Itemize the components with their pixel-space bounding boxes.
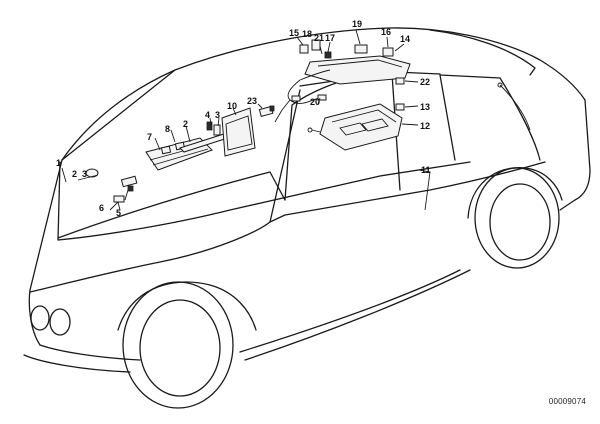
callout-3-left: 3 bbox=[82, 169, 87, 179]
rear-wheel bbox=[467, 167, 563, 269]
footwell-light bbox=[77, 168, 99, 181]
callout-5: 5 bbox=[116, 208, 121, 218]
light-housing bbox=[221, 107, 256, 157]
callout-2: 2 bbox=[183, 119, 188, 129]
leader-lines bbox=[61, 29, 431, 211]
callout-18: 18 bbox=[302, 29, 312, 39]
callout-12: 12 bbox=[420, 121, 430, 131]
callout-22: 22 bbox=[420, 77, 430, 87]
callouts: 1 2 3 6 5 7 8 2 4 3 10 23 11 12 13 22 14… bbox=[56, 19, 431, 218]
headlights bbox=[30, 305, 71, 336]
callout-19: 19 bbox=[352, 19, 362, 29]
connector-clip bbox=[113, 195, 125, 211]
rear-connector bbox=[395, 77, 405, 85]
car-body-outline bbox=[23, 27, 591, 373]
callout-16: 16 bbox=[381, 27, 391, 37]
callout-17: 17 bbox=[325, 33, 335, 43]
cable-harness bbox=[274, 69, 331, 123]
callout-13: 13 bbox=[420, 102, 430, 112]
callout-21: 21 bbox=[314, 33, 324, 43]
bulb-and-socket bbox=[206, 121, 221, 136]
callout-23: 23 bbox=[247, 96, 257, 106]
roof-console bbox=[299, 39, 411, 85]
door-switch bbox=[258, 105, 275, 118]
lamp-holder bbox=[120, 175, 138, 192]
lamp-socket-rear bbox=[395, 103, 405, 111]
callout-15: 15 bbox=[289, 28, 299, 38]
callout-20: 20 bbox=[310, 97, 320, 107]
callout-8: 8 bbox=[165, 124, 170, 134]
callout-4: 4 bbox=[205, 110, 210, 120]
callout-6: 6 bbox=[99, 203, 104, 213]
callout-11: 11 bbox=[421, 165, 431, 175]
callout-14: 14 bbox=[400, 34, 410, 44]
callout-3: 3 bbox=[215, 110, 220, 120]
callout-7: 7 bbox=[147, 132, 152, 142]
catalog-number: 00009074 bbox=[548, 397, 586, 406]
front-wheel bbox=[117, 281, 257, 409]
rear-courtesy-light bbox=[307, 103, 403, 151]
callout-10: 10 bbox=[227, 101, 237, 111]
callout-1: 1 bbox=[56, 158, 61, 168]
callout-2-left: 2 bbox=[72, 169, 77, 179]
